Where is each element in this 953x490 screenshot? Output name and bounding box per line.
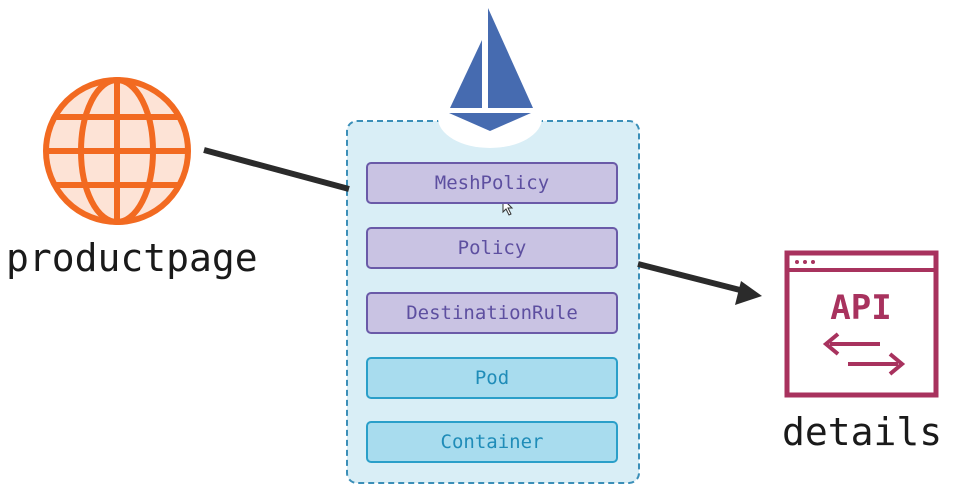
istio-sail-icon xyxy=(449,8,533,131)
layer-destinationrule: DestinationRule xyxy=(366,292,618,334)
globe-icon xyxy=(43,77,191,225)
layer-container: Container xyxy=(366,421,618,463)
arrowhead xyxy=(735,281,762,305)
layer-pod: Pod xyxy=(366,357,618,399)
layer-meshpolicy: MeshPolicy xyxy=(366,162,618,204)
api-icon-text: API xyxy=(830,288,891,328)
layer-policy: Policy xyxy=(366,227,618,269)
productpage-label: productpage xyxy=(6,236,258,280)
api-window-icon: API xyxy=(784,250,939,398)
request-line-in xyxy=(203,147,350,192)
request-line-out xyxy=(637,261,741,293)
details-label: details xyxy=(782,410,943,454)
